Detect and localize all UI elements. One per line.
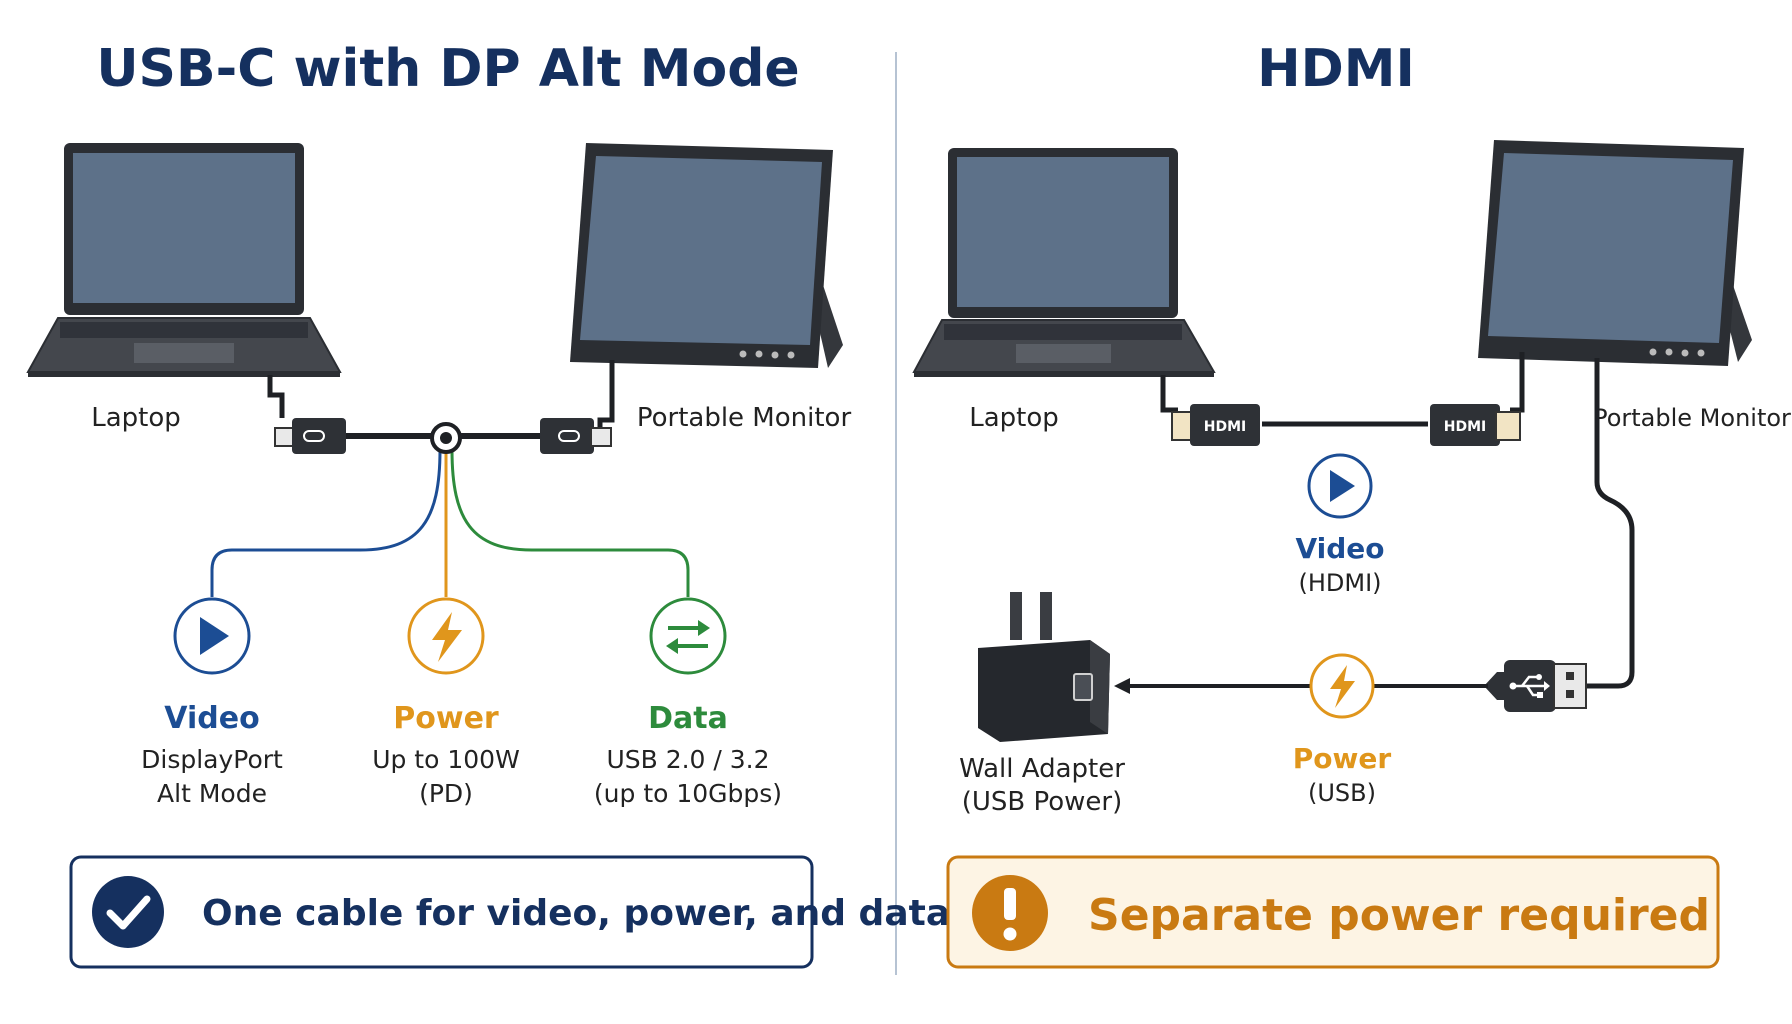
swap-arrows-icon: [649, 597, 727, 675]
right-laptop-label: Laptop: [969, 403, 1059, 433]
left-power-title: Power: [393, 701, 499, 736]
left-video-title: Video: [164, 701, 259, 736]
play-icon: [173, 597, 251, 675]
left-data-title: Data: [648, 701, 728, 736]
left-title: USB-C with DP Alt Mode: [96, 39, 799, 99]
left-video-line1: DisplayPort: [141, 745, 283, 774]
left-laptop: [26, 143, 342, 377]
adapter-label-line1: Wall Adapter: [959, 754, 1125, 784]
left-laptop-label: Laptop: [91, 403, 181, 433]
arrowhead: [1114, 678, 1130, 694]
right-portable-monitor: [1478, 140, 1752, 366]
right-laptop: [912, 148, 1216, 377]
right-warning-banner: Separate power required: [946, 855, 1720, 969]
video-signal-line: [210, 449, 442, 597]
lightning-icon: [407, 597, 485, 675]
wall-adapter: [978, 592, 1110, 742]
cable-junction-node: [430, 422, 462, 454]
right-monitor-label: Portable Monitor: [1593, 404, 1791, 432]
checkmark-icon: [92, 876, 164, 948]
left-summary-banner: One cable for video, power, and data: [69, 855, 950, 969]
right-power-line1: (USB): [1308, 779, 1376, 807]
left-banner-text: One cable for video, power, and data: [202, 893, 950, 934]
usb-power-cable: [1578, 358, 1635, 689]
right-banner-text: Separate power required: [1088, 890, 1710, 941]
left-portable-monitor: [570, 143, 843, 368]
left-monitor-label: Portable Monitor: [637, 403, 852, 433]
adapter-label-line2: (USB Power): [962, 787, 1123, 817]
exclamation-icon: [972, 875, 1048, 951]
left-data-line2: (up to 10Gbps): [594, 779, 782, 808]
left-data-line1: USB 2.0 / 3.2: [606, 745, 769, 774]
hdmi-plug-left-label: HDMI: [1204, 419, 1246, 435]
right-video-title: Video: [1295, 532, 1384, 565]
usb-a-plug: [1484, 660, 1587, 712]
right-title: HDMI: [1257, 39, 1415, 99]
data-signal-line: [450, 449, 690, 597]
hdmi-cable: HDMI HDMI: [1160, 352, 1525, 446]
right-video-line1: (HDMI): [1298, 569, 1381, 597]
usb-trident-icon: [1509, 674, 1550, 698]
lightning-icon: [1309, 653, 1375, 719]
right-power-title: Power: [1293, 742, 1392, 775]
hdmi-plug-right-label: HDMI: [1444, 419, 1486, 435]
play-icon: [1307, 453, 1373, 519]
left-power-line1: Up to 100W: [372, 745, 520, 774]
left-video-line2: Alt Mode: [157, 779, 267, 808]
left-power-line2: (PD): [419, 779, 473, 808]
